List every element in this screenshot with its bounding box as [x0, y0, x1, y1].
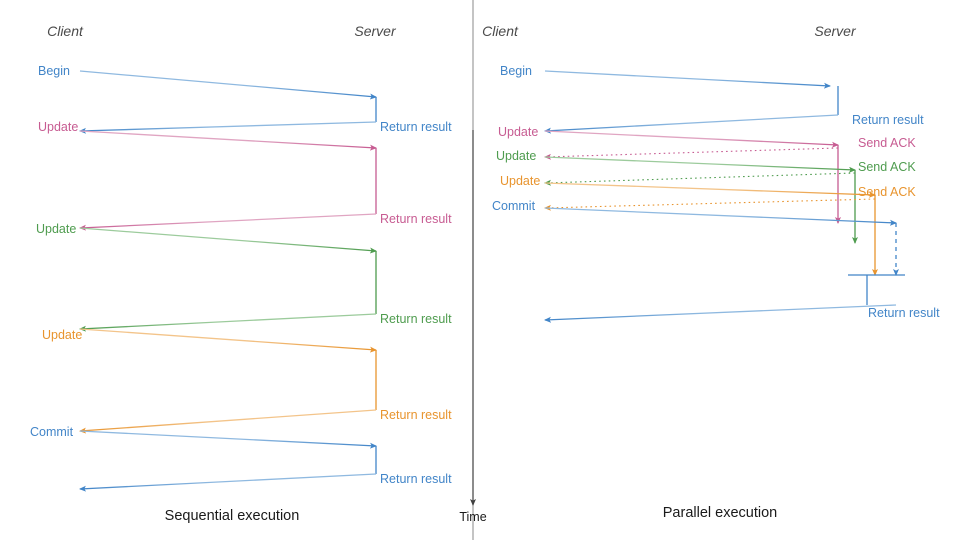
- message-label: Return result: [380, 472, 452, 486]
- message-arrow: [544, 172, 856, 186]
- message-label: Send ACK: [858, 185, 916, 199]
- sequential-caption: Sequential execution: [165, 508, 300, 524]
- message-label: Send ACK: [858, 160, 916, 174]
- message-label: Commit: [492, 199, 536, 213]
- left-server-actor-label: Server: [354, 23, 397, 39]
- message-label: Update: [496, 149, 536, 163]
- message-label: Update: [36, 222, 76, 236]
- message-arrow: [544, 207, 897, 226]
- message-arrow: [79, 130, 377, 151]
- message-label: Begin: [38, 64, 70, 78]
- message-arrow: [544, 130, 839, 148]
- right-client-actor-label: Client: [482, 23, 519, 39]
- message-label: Begin: [500, 64, 532, 78]
- parallel-caption: Parallel execution: [663, 505, 777, 521]
- time-axis: Time: [459, 130, 487, 524]
- message-label: Return result: [380, 408, 452, 422]
- message-arrow: [79, 409, 377, 434]
- time-axis-label: Time: [459, 510, 486, 524]
- message-arrow: [79, 328, 377, 353]
- message-arrow: [544, 198, 876, 211]
- message-label: Return result: [380, 312, 452, 326]
- left-message-arrows: [79, 70, 377, 492]
- message-label: Return result: [852, 113, 924, 127]
- message-label: Return result: [868, 306, 940, 320]
- message-label: Update: [498, 125, 538, 139]
- message-arrow: [544, 147, 839, 160]
- message-arrow: [79, 227, 377, 254]
- right-message-arrows: [544, 70, 905, 323]
- message-label: Update: [500, 174, 540, 188]
- message-arrow: [79, 70, 377, 100]
- message-label: Return result: [380, 120, 452, 134]
- message-arrow: [544, 304, 897, 323]
- message-label: Send ACK: [858, 136, 916, 150]
- message-label: Commit: [30, 425, 74, 439]
- message-label: Return result: [380, 212, 452, 226]
- left-client-actor-label: Client: [47, 23, 84, 39]
- message-arrow: [79, 121, 377, 134]
- message-arrow: [79, 213, 377, 231]
- message-arrow: [79, 473, 377, 492]
- message-arrow: [544, 70, 831, 89]
- message-arrow: [79, 313, 377, 332]
- message-label: Update: [38, 120, 78, 134]
- message-label: Update: [42, 328, 82, 342]
- message-arrow: [79, 430, 377, 449]
- right-server-actor-label: Server: [814, 23, 857, 39]
- message-arrow: [544, 156, 856, 173]
- message-arrow: [544, 182, 876, 198]
- message-arrow: [544, 114, 839, 134]
